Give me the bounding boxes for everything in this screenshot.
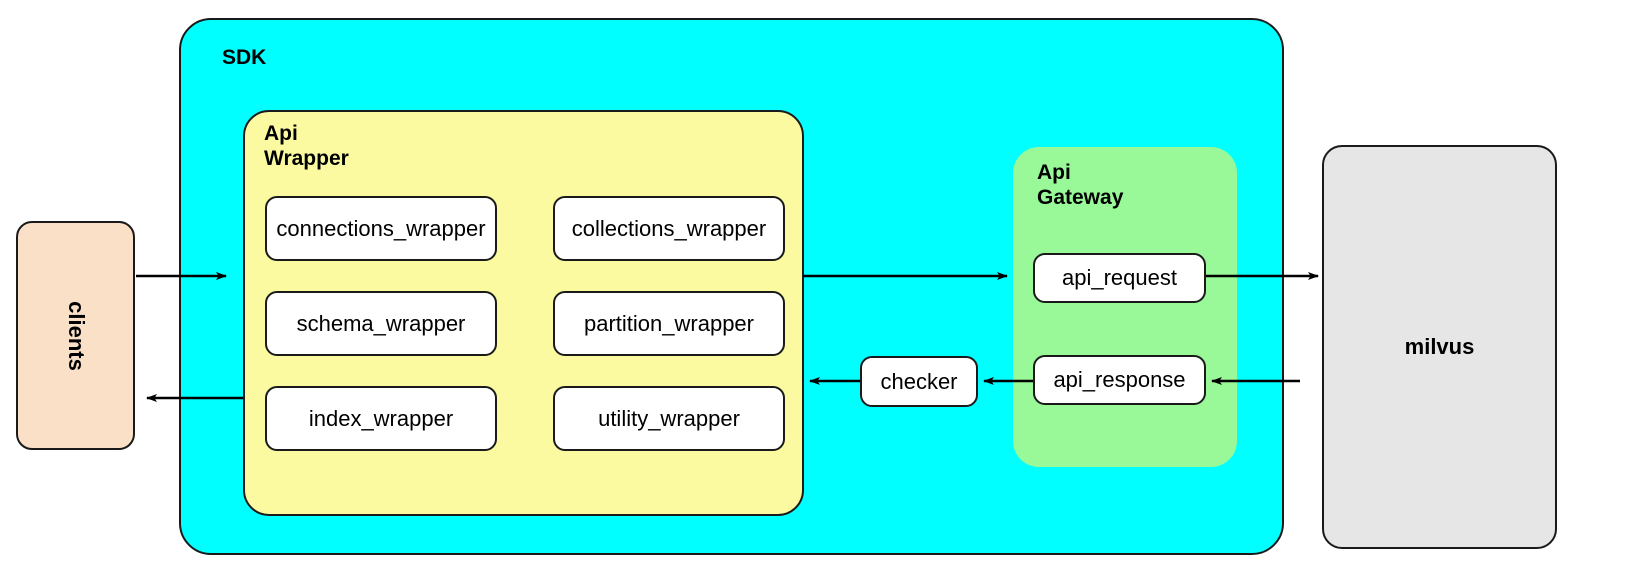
box-partition-wrapper-label: partition_wrapper [584,310,754,336]
box-collections-wrapper-label: collections_wrapper [571,215,767,241]
box-api-request-label: api_request [1062,265,1177,290]
box-utility-wrapper[interactable]: utility_wrapper [553,386,785,451]
box-schema-wrapper-label: schema_wrapper [296,310,466,336]
box-api-response[interactable]: api_response [1033,355,1206,405]
box-index-wrapper[interactable]: index_wrapper [265,386,497,451]
box-checker-label: checker [880,368,958,394]
box-index-wrapper-label: index_wrapper [308,405,454,431]
box-clients[interactable]: clients [16,221,135,450]
box-connections-wrapper[interactable]: connections_wrapper [265,196,497,261]
container-api-wrapper-label: Api Wrapper [264,122,349,170]
box-connections-wrapper-label: connections_wrapper [276,215,486,241]
box-partition-wrapper[interactable]: partition_wrapper [553,291,785,356]
box-api-response-label: api_response [1053,367,1186,392]
box-milvus-label: milvus [1404,334,1475,359]
container-sdk-label: SDK [222,46,267,69]
box-collections-wrapper[interactable]: collections_wrapper [553,196,785,261]
box-milvus[interactable]: milvus [1322,145,1557,549]
container-api-gateway[interactable]: Api Gateway [1013,147,1237,467]
box-checker[interactable]: checker [860,356,978,407]
box-clients-label: clients [63,300,89,371]
box-utility-wrapper-label: utility_wrapper [598,405,740,431]
container-api-gateway-label: Api Gateway [1037,161,1124,209]
box-schema-wrapper[interactable]: schema_wrapper [265,291,497,356]
box-api-request[interactable]: api_request [1033,253,1206,303]
